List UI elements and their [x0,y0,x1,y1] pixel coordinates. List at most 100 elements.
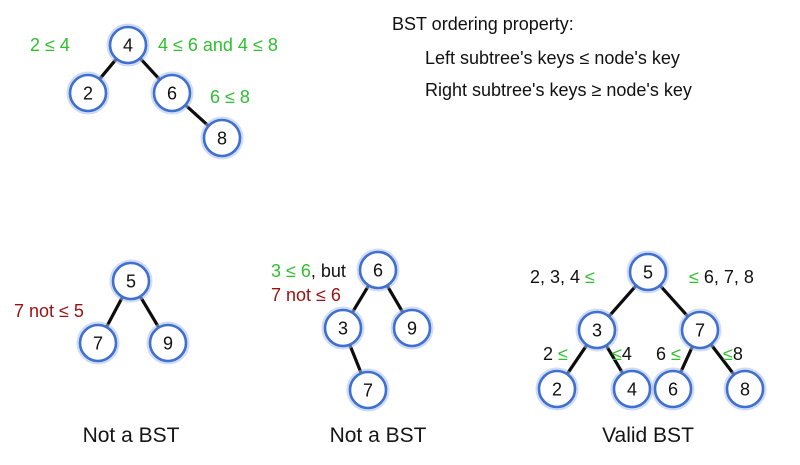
annotation-part: ≤ [671,344,681,364]
annotation-part: 2 [543,344,558,364]
node-key-label: 3 [338,319,348,339]
tree-edge [604,343,625,376]
property-panel-line: Left subtree's keys ≤ node's key [425,48,680,68]
tree-edge [104,294,125,330]
annotation-part: ≤ [585,267,595,287]
tree-node[interactable]: 4 [106,23,150,67]
node-circle [78,323,118,363]
node-circle [358,250,398,290]
annotation-part: 6 ≤ 8 [210,87,250,107]
tree-nodes: 6 3 9 7 [321,248,434,412]
node-circle [653,369,693,409]
node-key-label: 5 [126,272,136,292]
tree-annotation: ≤8 [723,344,743,364]
annotation-part: 8 [733,344,743,364]
tree-node[interactable]: 6 [150,71,194,115]
node-key-label: 8 [217,129,227,149]
node-circle [111,261,151,301]
tree-edges [104,293,161,331]
figure-caption: Valid BST [602,424,694,447]
tree-edges [347,282,406,376]
tree-annotation: 6 ≤ 8 [210,87,250,107]
tree-annotation: 2, 3, 4 ≤ [530,267,595,287]
tree-edge [657,283,691,319]
tree-edge [708,341,737,378]
tree-node[interactable]: 7 [678,308,722,352]
annotation-part: ≤ [612,344,622,364]
tree-node[interactable]: 6 [356,248,400,292]
node-key-label: 4 [627,380,637,400]
annotation-part: 7 not ≤ 6 [271,285,341,305]
annotation-part: 3 ≤ 6 [271,261,311,281]
tree-node[interactable]: 9 [390,306,434,350]
tree-annotation: 7 not ≤ 5 [14,301,84,321]
tree-node[interactable]: 2 [66,71,110,115]
node-key-label: 9 [163,334,173,354]
annotation-part: 4 ≤ 6 and 4 ≤ 8 [158,35,278,55]
tree-annotation: ≤ 6, 7, 8 [689,267,754,287]
annotation-part: 6 [656,344,671,364]
tree-node[interactable]: 7 [346,368,390,412]
node-key-label: 6 [167,84,177,104]
tree-edge [347,342,364,376]
node-key-label: 4 [123,36,133,56]
tree-annotations: 7 not ≤ 5 [14,301,84,321]
tree-edges [97,55,211,129]
tree-annotation: 4 ≤ 6 and 4 ≤ 8 [158,35,278,55]
node-key-label: 6 [668,380,678,400]
bst-property-panel: BST ordering property: Left subtree's key… [392,14,692,100]
property-panel-title: BST ordering property: [392,14,574,34]
node-key-label: 7 [695,321,705,341]
tree-node[interactable]: 3 [321,306,365,350]
tree-nodes: 4 2 6 8 [66,23,244,160]
tree-annotations: 3 ≤ 6, but 7 not ≤ 6 [271,261,346,305]
tree-node[interactable]: 4 [610,367,654,411]
tree-edge [384,283,406,315]
node-circle [577,310,617,350]
tree-edge [97,56,119,82]
node-key-label: 7 [93,334,103,354]
tree-edge [137,55,163,83]
tree-annotations: 2 ≤ 4 4 ≤ 6 and 4 ≤ 8 6 ≤ 8 [30,35,278,107]
annotation-part: ≤ [723,344,733,364]
tree-edge [606,283,639,319]
tree-node[interactable]: 2 [535,367,579,411]
node-circle [108,25,148,65]
node-key-label: 5 [643,263,653,283]
tree-annotation: 2 ≤ 4 [30,35,70,55]
node-key-label: 6 [373,261,383,281]
tree-node[interactable]: 3 [575,308,619,352]
annotation-part: ≤ [558,344,568,364]
node-key-label: 9 [407,319,417,339]
node-key-label: 2 [83,84,93,104]
tree-node[interactable]: 8 [723,367,767,411]
annotation-part: 6, 7, 8 [699,267,754,287]
tree-node[interactable]: 8 [200,116,244,160]
node-circle [628,252,668,292]
node-circle [537,369,577,409]
node-circle [202,118,242,158]
annotation-part: , but [311,261,346,281]
tree-node[interactable]: 9 [146,321,190,365]
tree-node[interactable]: 6 [651,367,695,411]
node-key-label: 3 [592,321,602,341]
node-circle [148,323,188,363]
tree-annotation: 3 ≤ 6, but [271,261,346,281]
tree-figures: 4 2 6 8 2 ≤ 4 4 ≤ 6 and 4 ≤ 8 6 ≤ 8 5 7 9 7 not ≤ … [14,23,767,447]
tree-edge [138,293,161,331]
node-key-label: 7 [363,381,373,401]
tree-node[interactable]: 5 [626,250,670,294]
tree-node[interactable]: 7 [76,321,120,365]
tree-nodes: 5 7 9 [76,259,190,365]
tree-edge [564,342,590,377]
node-circle [348,370,388,410]
node-key-label: 8 [740,380,750,400]
annotation-part: 2, 3, 4 [530,267,585,287]
tree-figure-example-tree: 4 2 6 8 2 ≤ 4 4 ≤ 6 and 4 ≤ 8 6 ≤ 8 [30,23,278,160]
node-circle [725,369,765,409]
tree-node[interactable]: 5 [109,259,153,303]
